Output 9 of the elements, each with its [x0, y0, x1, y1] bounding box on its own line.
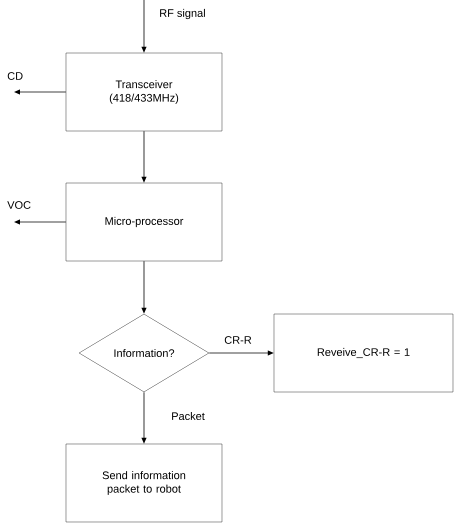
process-box: Reveive_CR-R = 1 [274, 314, 454, 392]
edge-label: CD [8, 72, 23, 80]
edge-label: RF signal [160, 8, 205, 20]
process-box: Micro-processor [66, 182, 222, 262]
process-box: Transceiver (418/433MHz) [66, 52, 222, 132]
edge-label: CR-R [224, 336, 252, 344]
edge-label: Packet [172, 412, 205, 420]
edge-label: VOC [7, 201, 31, 209]
process-box: Send information packet to robot [66, 444, 222, 522]
